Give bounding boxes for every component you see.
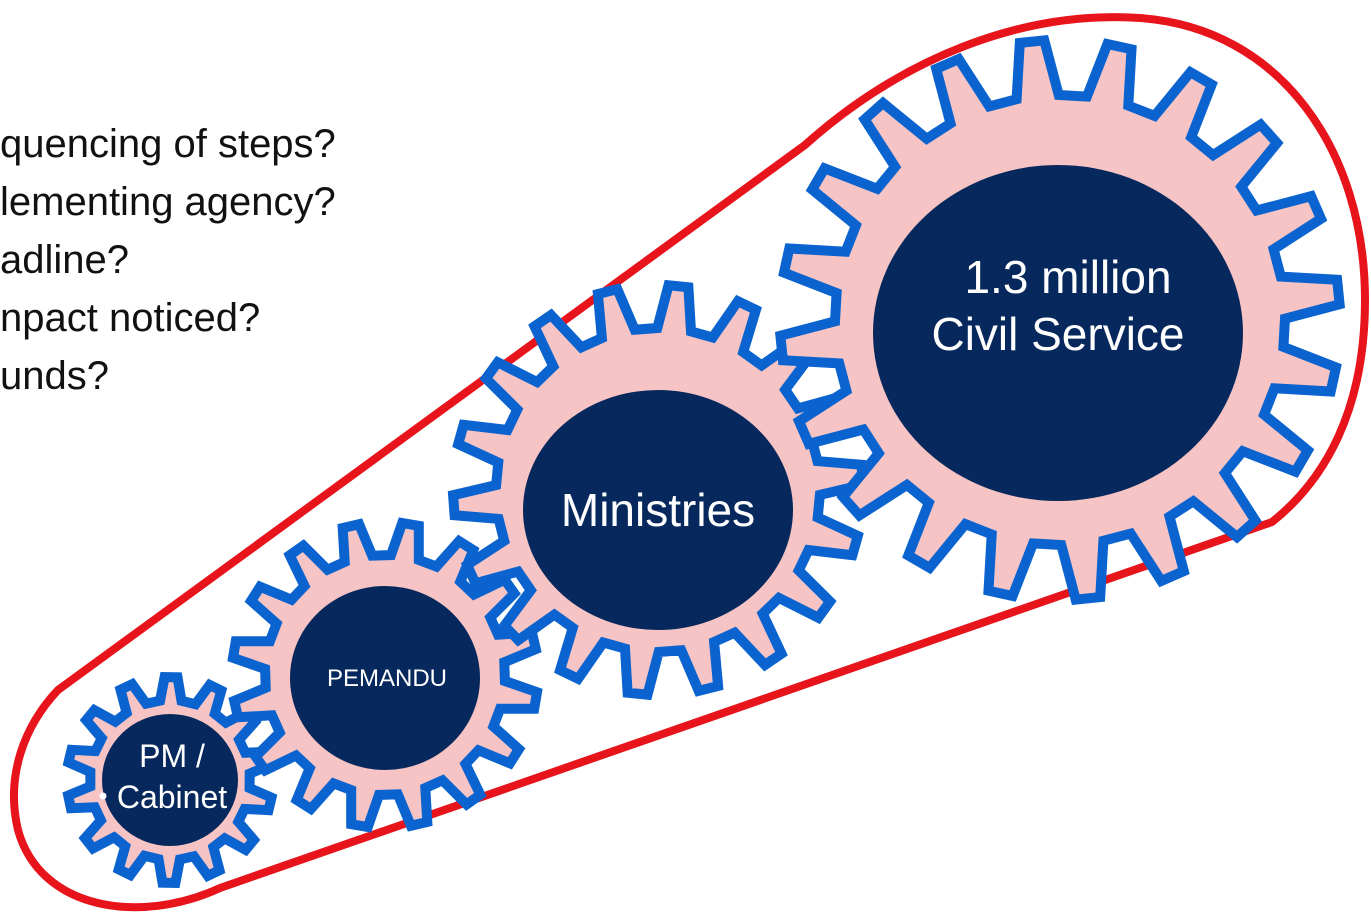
gear-label: Ministries bbox=[561, 484, 755, 536]
gear-hub bbox=[290, 586, 480, 770]
question-item: quencing of steps? bbox=[0, 122, 336, 166]
belt-outline bbox=[10, 13, 1369, 912]
gear-label: PEMANDU bbox=[327, 665, 447, 692]
gear-label: 1.3 million bbox=[964, 251, 1171, 303]
gear-pemandu: PEMANDU bbox=[227, 517, 543, 833]
gear-hub bbox=[873, 165, 1243, 501]
gear-label: PM / bbox=[139, 738, 205, 774]
gear-civil-service: 1.3 million Civil Service bbox=[774, 34, 1346, 606]
question-item: adline? bbox=[0, 238, 130, 282]
gear-label: Civil Service bbox=[931, 308, 1184, 360]
question-item: unds? bbox=[0, 354, 109, 398]
bullet-dot bbox=[99, 792, 107, 800]
gear-hub bbox=[102, 714, 238, 846]
gear-label: Cabinet bbox=[117, 779, 227, 815]
gear-hub bbox=[523, 390, 793, 630]
gear-pm-cabinet: PM / Cabinet bbox=[62, 672, 278, 888]
question-item: npact noticed? bbox=[0, 296, 261, 340]
gear-ministries: Ministries bbox=[447, 279, 869, 701]
question-list: quencing of steps? lementing agency? adl… bbox=[0, 118, 336, 408]
question-item: lementing agency? bbox=[0, 180, 336, 224]
